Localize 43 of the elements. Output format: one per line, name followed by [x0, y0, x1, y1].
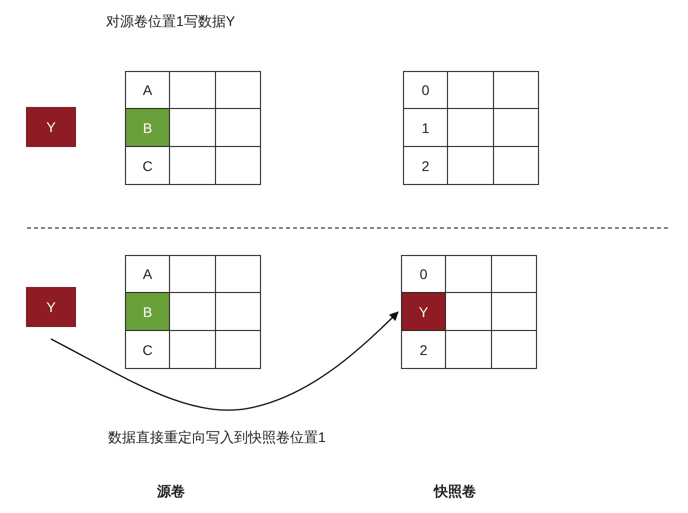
grid-cell — [170, 331, 216, 369]
grid-cell: C — [125, 147, 170, 185]
grid-cell — [216, 71, 261, 109]
grid-cell — [216, 293, 261, 331]
grid-cell — [446, 255, 492, 293]
grid-cell — [216, 109, 261, 147]
heading: 对源卷位置1写数据Y — [106, 13, 236, 31]
grid-cell — [446, 331, 492, 369]
grid-cell: 0 — [401, 255, 446, 293]
grid-cell — [216, 147, 261, 185]
grid-cell: A — [125, 255, 170, 293]
grid-cell: B — [125, 109, 170, 147]
grid-cell — [494, 71, 539, 109]
grid-cell — [448, 71, 494, 109]
grid-cell: A — [125, 71, 170, 109]
grid-cell: 0 — [403, 71, 448, 109]
data-block: Y — [26, 287, 76, 327]
grid-cell — [170, 293, 216, 331]
grid-cell: Y — [401, 293, 446, 331]
grid-cell — [170, 109, 216, 147]
grid-cell — [492, 255, 537, 293]
grid-cell — [494, 147, 539, 185]
data-block: Y — [26, 107, 76, 147]
grid-cell: 2 — [401, 331, 446, 369]
caption-text: 数据直接重定向写入到快照卷位置1 — [108, 429, 326, 447]
grid-cell: B — [125, 293, 170, 331]
arrow — [50, 311, 399, 411]
grid-cell: 1 — [403, 109, 448, 147]
grid-cell — [170, 147, 216, 185]
grid-cell — [170, 71, 216, 109]
grid-cell — [492, 293, 537, 331]
volume-label: 源卷 — [157, 483, 185, 501]
grid-cell — [216, 331, 261, 369]
grid-cell — [448, 147, 494, 185]
grid-cell — [216, 255, 261, 293]
grid-cell — [492, 331, 537, 369]
grid-cell — [494, 109, 539, 147]
grid-cell — [446, 293, 492, 331]
volume-label: 快照卷 — [434, 483, 476, 501]
grid-cell — [170, 255, 216, 293]
grid-cell — [448, 109, 494, 147]
grid-cell: 2 — [403, 147, 448, 185]
grid-cell: C — [125, 331, 170, 369]
